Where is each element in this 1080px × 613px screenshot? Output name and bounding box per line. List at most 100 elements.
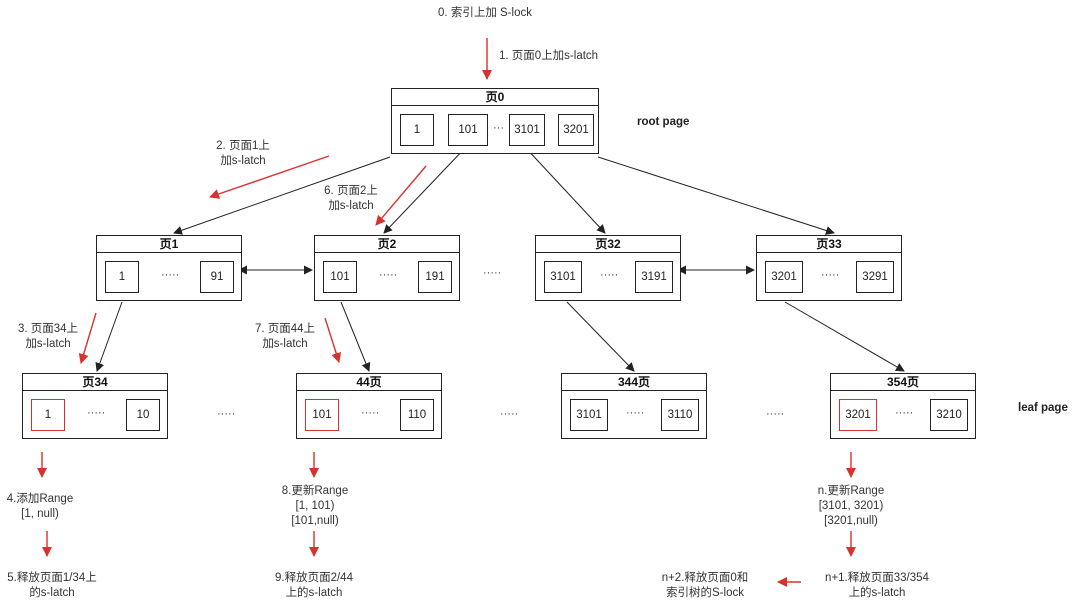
- page-344-key-last: 3110: [661, 399, 699, 431]
- stepn-line2: [3101, 3201): [818, 500, 884, 512]
- page-34-key-first: 1: [31, 399, 65, 431]
- page-1-title: 页1: [97, 236, 241, 253]
- page-32-node: 页32 3101 ····· 3191: [535, 235, 681, 301]
- page-344-ellipsis: ·····: [626, 407, 645, 419]
- leaf-ellipsis-2: ·····: [500, 408, 519, 420]
- root-key-3101: 3101: [509, 114, 545, 146]
- stepn1-label: n+1.释放页面33/354 上的s-latch: [810, 571, 944, 601]
- page-44-title: 44页: [297, 374, 441, 391]
- page-354-ellipsis: ·····: [895, 407, 914, 419]
- page-34-title: 页34: [23, 374, 167, 391]
- step9-line1: 9.释放页面2/44: [275, 572, 353, 584]
- page-1-key-last: 91: [200, 261, 234, 293]
- stepn-line3: [3201,null): [824, 515, 878, 527]
- page-2-title: 页2: [315, 236, 459, 253]
- stepn2-label: n+2.释放页面0和 索引树的S-lock: [643, 571, 767, 601]
- step7-line1: 7. 页面44上: [254, 323, 316, 335]
- step3-label: 3. 页面34上 加s-latch: [3, 322, 93, 352]
- page-354-node: 354页 3201 ····· 3210: [830, 373, 976, 439]
- page-354-key-first: 3201: [839, 399, 877, 431]
- page-44-node: 44页 101 ····· 110: [296, 373, 442, 439]
- step4-label: 4.添加Range [1, null): [0, 492, 80, 522]
- leaf-page-label: leaf page: [1018, 402, 1068, 414]
- step7-line2: 加s-latch: [262, 338, 308, 350]
- page-33-key-first: 3201: [765, 261, 803, 293]
- page-1-node: 页1 1 ····· 91: [96, 235, 242, 301]
- step8-line2: [1, 101): [295, 500, 335, 512]
- step4-line1: 4.添加Range: [6, 493, 74, 505]
- page-344-title: 344页: [562, 374, 706, 391]
- page-32-ellipsis: ·····: [600, 269, 619, 281]
- step2-arrow: [209, 155, 330, 199]
- page-44-ellipsis: ·····: [361, 407, 380, 419]
- step9-label: 9.释放页面2/44 上的s-latch: [264, 571, 364, 601]
- page-33-title: 页33: [757, 236, 901, 253]
- page-1-ellipsis: ·····: [161, 269, 180, 281]
- step4-line2: [1, null): [21, 508, 59, 520]
- step3-line1: 3. 页面34上: [17, 323, 79, 335]
- page-34-ellipsis: ·····: [87, 407, 106, 419]
- page-32-key-last: 3191: [635, 261, 673, 293]
- page-2-node: 页2 101 ····· 191: [314, 235, 460, 301]
- step6-line2: 加s-latch: [328, 200, 374, 212]
- step2-label: 2. 页面1上 加s-latch: [198, 139, 288, 169]
- step5-line1: 5.释放页面1/34上: [7, 572, 97, 584]
- step6-label: 6. 页面2上 加s-latch: [306, 184, 396, 214]
- step3-line2: 加s-latch: [25, 338, 71, 350]
- page-34-node: 页34 1 ····· 10: [22, 373, 168, 439]
- root-page-node: 页0 1 101 ··· 3101 3201: [391, 88, 599, 154]
- root-page-label: root page: [637, 116, 690, 128]
- step2-line2: 加s-latch: [220, 155, 266, 167]
- page-2-ellipsis: ·····: [379, 269, 398, 281]
- step7-arrow: [324, 317, 342, 363]
- stepn2-line2: 索引树的S-lock: [666, 587, 744, 599]
- page-44-key-first: 101: [305, 399, 339, 431]
- step0-label: 0. 索引上加 S-lock: [438, 7, 532, 19]
- edge-root-p2: [383, 146, 467, 234]
- page-2-key-last: 191: [418, 261, 452, 293]
- root-key-3201: 3201: [558, 114, 594, 146]
- step8-line3: [101,null): [291, 515, 339, 527]
- step6-line1: 6. 页面2上: [324, 185, 378, 197]
- stepn-label: n.更新Range [3101, 3201) [3201,null): [801, 484, 901, 529]
- page-32-key-first: 3101: [544, 261, 582, 293]
- root-ellipsis: ···: [493, 122, 504, 134]
- page-2-key-first: 101: [323, 261, 357, 293]
- stepn-line1: n.更新Range: [817, 485, 885, 497]
- level1-ellipsis: ·····: [483, 267, 502, 279]
- edge-root-p1: [173, 156, 391, 235]
- page-33-ellipsis: ·····: [821, 269, 840, 281]
- edge-p32-p344: [566, 301, 635, 372]
- leaf-ellipsis-1: ·····: [217, 408, 236, 420]
- step8-label: 8.更新Range [1, 101) [101,null): [270, 484, 360, 529]
- step5-line2: 的s-latch: [29, 587, 75, 599]
- leaf-ellipsis-3: ·····: [766, 408, 785, 420]
- step6-arrow: [375, 165, 427, 226]
- page-32-title: 页32: [536, 236, 680, 253]
- edge-root-p32: [524, 146, 606, 234]
- page-354-key-last: 3210: [930, 399, 968, 431]
- root-key-1: 1: [400, 114, 434, 146]
- stepn1-line1: n+1.释放页面33/354: [825, 572, 929, 584]
- page-44-key-last: 110: [400, 399, 434, 431]
- page-34-key-last: 10: [126, 399, 160, 431]
- page-354-title: 354页: [831, 374, 975, 391]
- page-344-key-first: 3101: [570, 399, 608, 431]
- edge-p2-p44: [340, 301, 371, 372]
- stepn1-line2: 上的s-latch: [848, 587, 906, 599]
- page-344-node: 344页 3101 ····· 3110: [561, 373, 707, 439]
- step5-label: 5.释放页面1/34上 的s-latch: [0, 571, 104, 601]
- stepn2-line1: n+2.释放页面0和: [661, 572, 749, 584]
- edge-p1-p34: [95, 301, 123, 372]
- page-33-node: 页33 3201 ····· 3291: [756, 235, 902, 301]
- page-33-key-last: 3291: [856, 261, 894, 293]
- step3-arrow: [78, 312, 97, 364]
- step7-label: 7. 页面44上 加s-latch: [240, 322, 330, 352]
- root-key-101: 101: [448, 114, 488, 146]
- root-page-title: 页0: [392, 89, 598, 106]
- edge-root-p33: [597, 156, 835, 235]
- page-1-key-first: 1: [105, 261, 139, 293]
- step1-label: 1. 页面0上加s-latch: [499, 50, 599, 62]
- edge-p33-p354: [784, 301, 905, 372]
